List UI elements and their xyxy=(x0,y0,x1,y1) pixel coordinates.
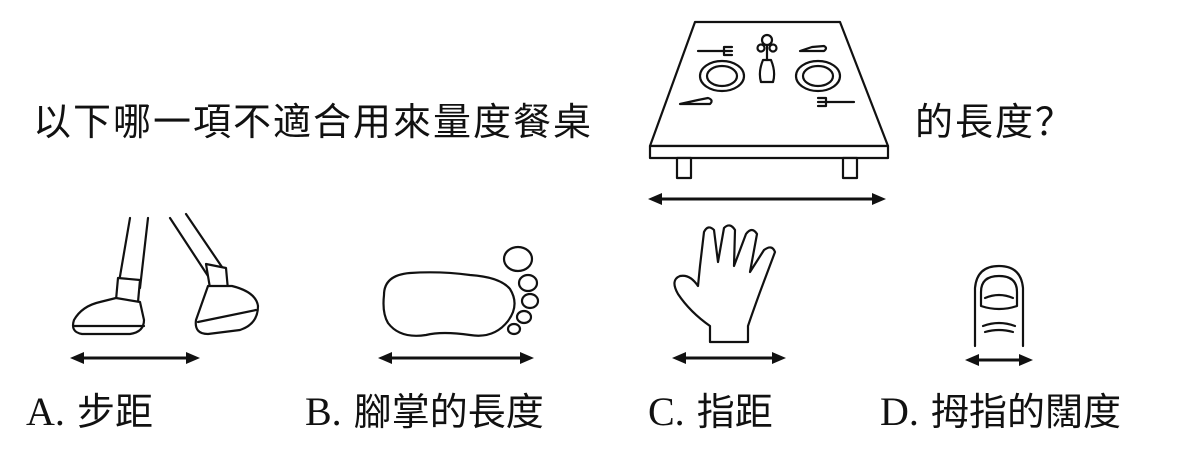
option-d[interactable]: D. 拇指的闊度 xyxy=(880,392,1121,432)
thumb-icon xyxy=(965,264,1033,366)
option-a-letter: A. xyxy=(26,389,65,434)
footprint-icon xyxy=(378,245,540,364)
question-text-after: 的長度？ xyxy=(915,100,1076,144)
hand-span-icon xyxy=(672,224,786,364)
option-a[interactable]: A. 步距 xyxy=(26,392,153,432)
option-a-label: 步距 xyxy=(76,390,153,434)
option-d-letter: D. xyxy=(880,389,919,434)
option-b-label: 腳掌的長度 xyxy=(353,390,544,434)
option-b[interactable]: B. 腳掌的長度 xyxy=(305,392,544,432)
option-c-label: 指距 xyxy=(696,390,773,434)
question-text-before: 以下哪一項不適合用來量度餐桌 xyxy=(33,100,594,144)
option-d-label: 拇指的闊度 xyxy=(930,390,1121,434)
option-c[interactable]: C. 指距 xyxy=(648,392,773,432)
walking-feet-icon xyxy=(70,212,260,364)
option-b-letter: B. xyxy=(305,389,342,434)
option-c-letter: C. xyxy=(648,389,685,434)
dining-table-icon xyxy=(648,20,890,205)
